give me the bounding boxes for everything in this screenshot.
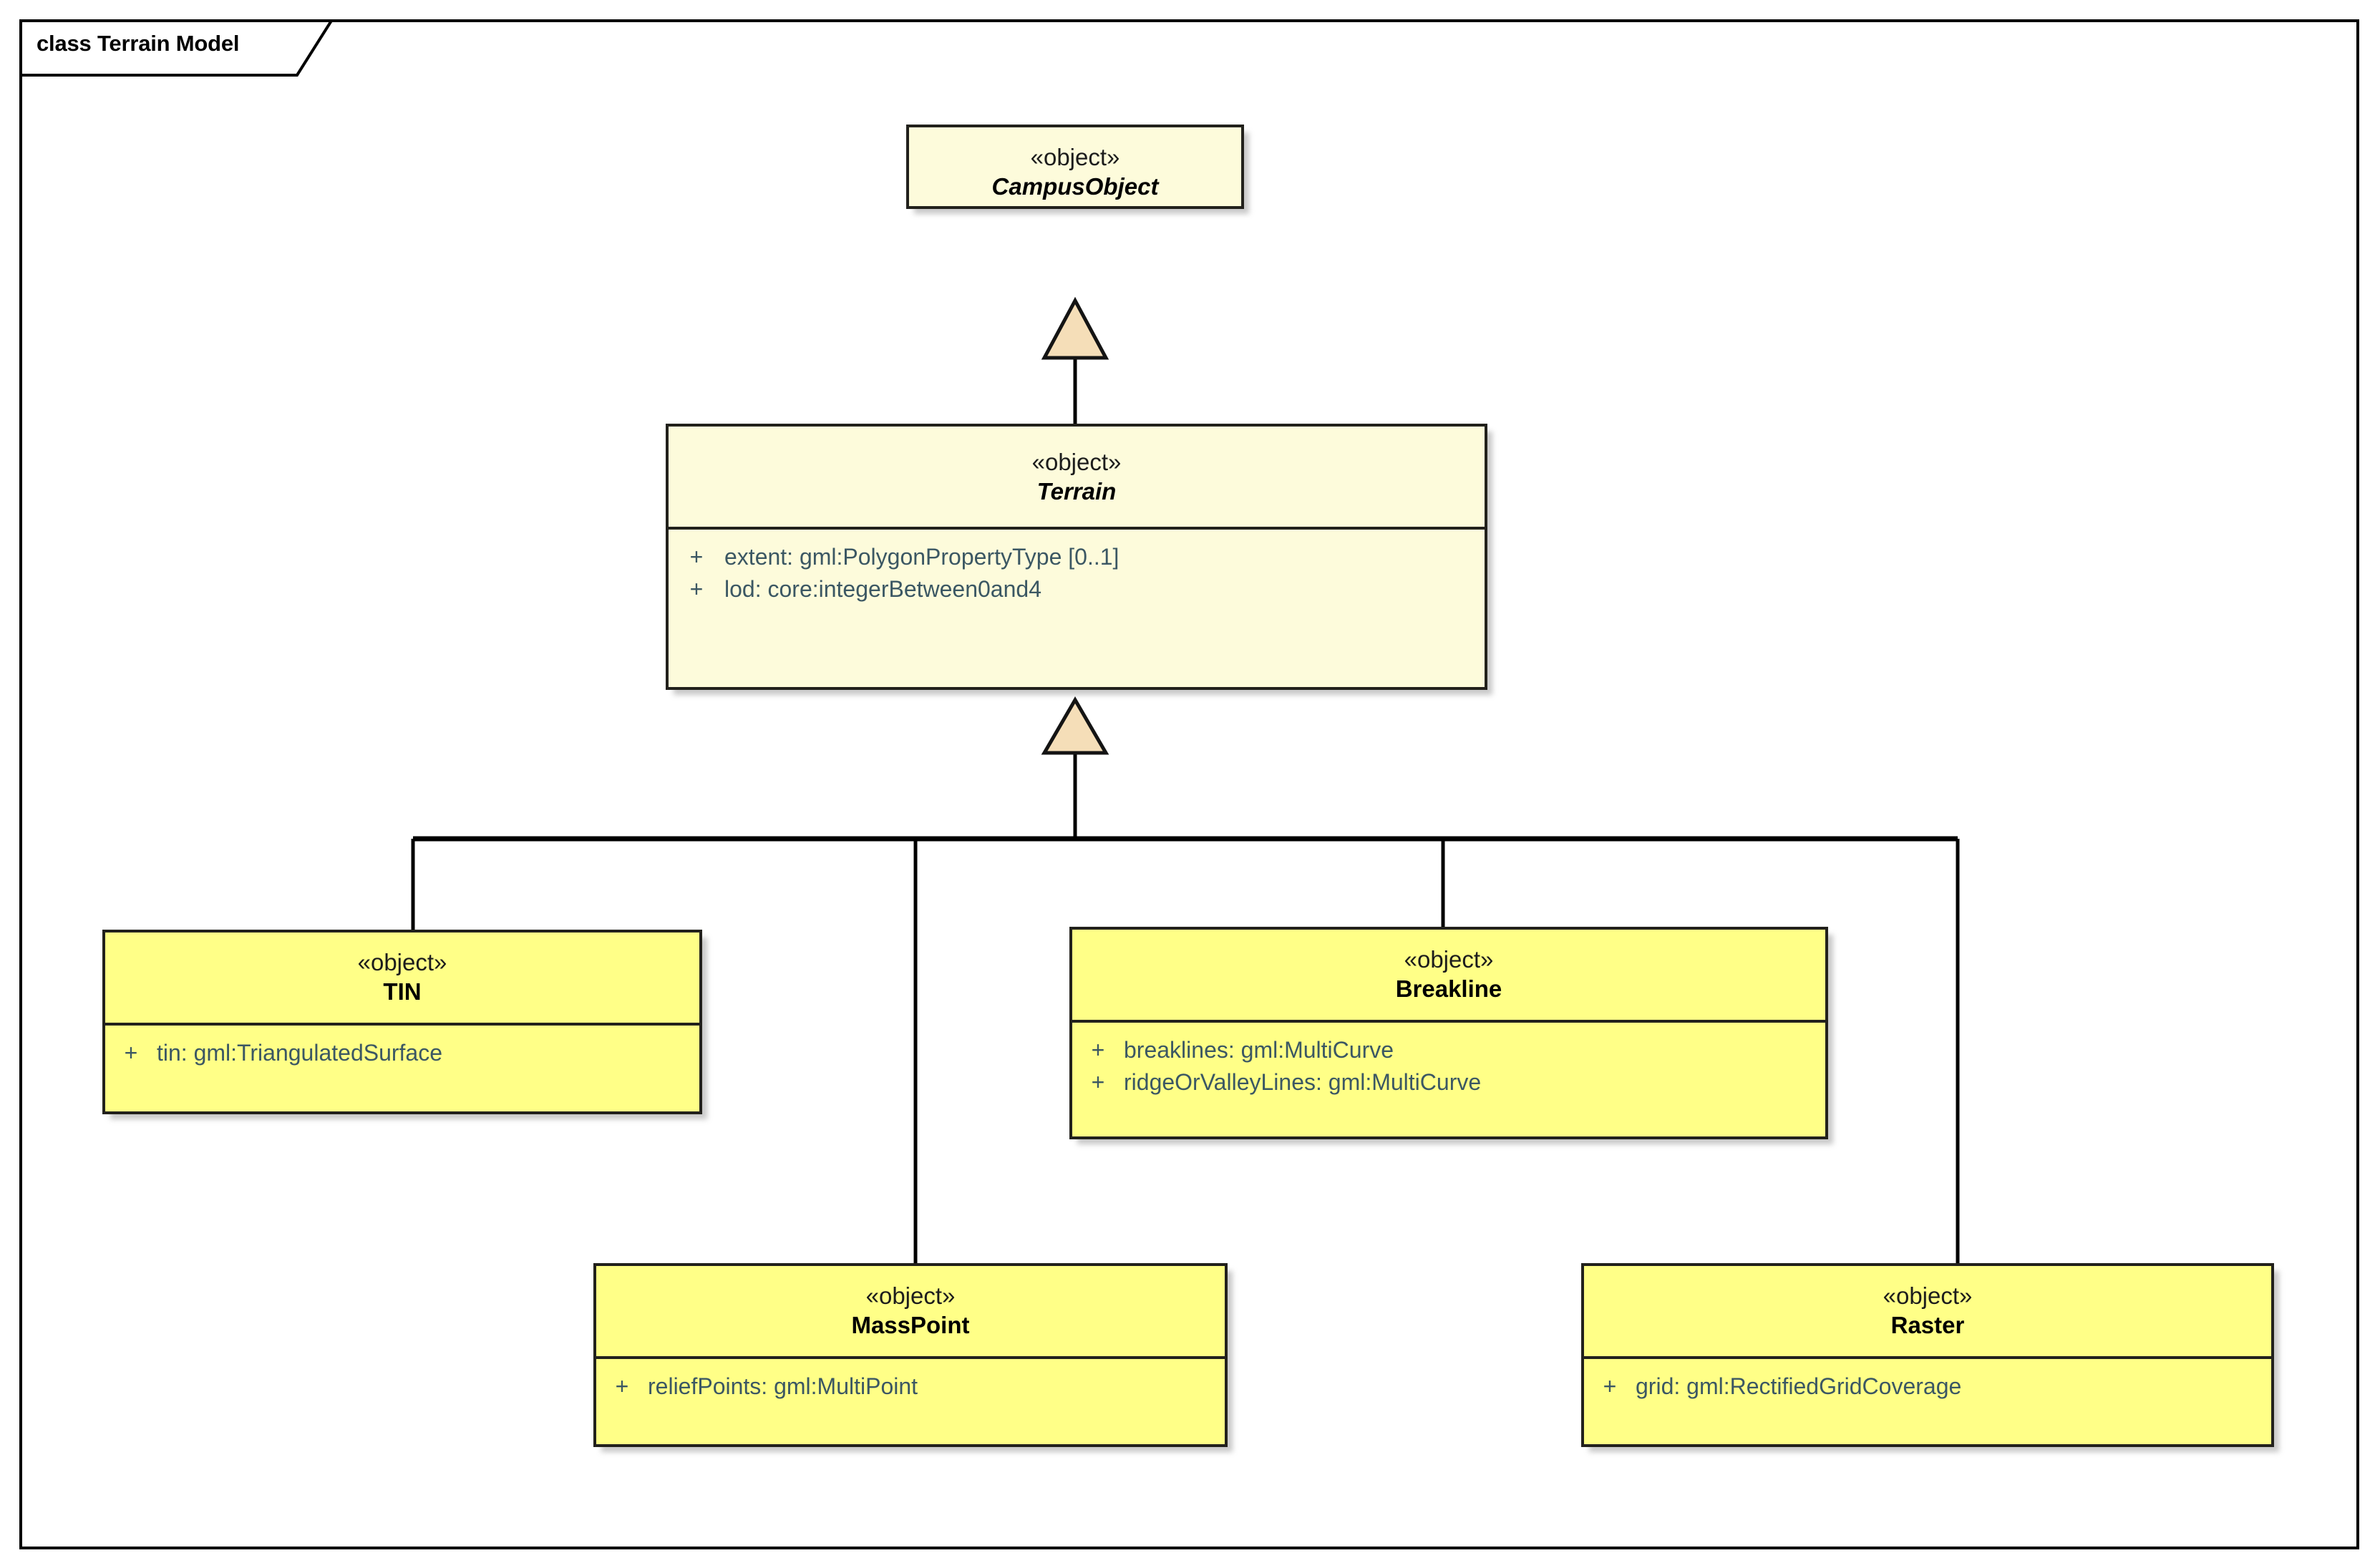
class-name: Raster bbox=[1890, 1312, 1965, 1339]
attribute-row: + reliefPoints: gml:MultiPoint bbox=[596, 1370, 1225, 1403]
class-box-raster[interactable]: «object» Raster + grid: gml:RectifiedGri… bbox=[1581, 1263, 2274, 1447]
class-attributes-terrain: + extent: gml:PolygonPropertyType [0..1]… bbox=[669, 526, 1485, 618]
attribute-visibility: + bbox=[689, 543, 704, 570]
class-stereotype: «object» bbox=[1030, 144, 1120, 170]
class-attributes-raster: + grid: gml:RectifiedGridCoverage bbox=[1584, 1355, 2271, 1414]
attribute-visibility: + bbox=[1091, 1036, 1105, 1063]
class-stereotype: «object» bbox=[1404, 946, 1494, 973]
class-header-raster: «object» Raster bbox=[1584, 1266, 2271, 1356]
class-box-tin[interactable]: «object» TIN + tin: gml:TriangulatedSurf… bbox=[102, 930, 702, 1114]
diagram-frame bbox=[19, 19, 2359, 1549]
attribute-row: + tin: gml:TriangulatedSurface bbox=[105, 1037, 699, 1069]
class-header-breakline: «object» Breakline bbox=[1072, 930, 1825, 1020]
attribute-visibility: + bbox=[1603, 1373, 1617, 1399]
class-stereotype: «object» bbox=[357, 949, 447, 975]
attribute-visibility: + bbox=[689, 575, 704, 602]
class-box-breakline[interactable]: «object» Breakline + breaklines: gml:Mul… bbox=[1069, 927, 1828, 1139]
attribute-text: ridgeOrValleyLines: gml:MultiCurve bbox=[1124, 1068, 1482, 1095]
diagram-frame-tab: class Terrain Model bbox=[19, 19, 334, 77]
class-stereotype: «object» bbox=[1031, 449, 1122, 475]
attribute-visibility: + bbox=[124, 1039, 138, 1066]
attribute-row: + ridgeOrValleyLines: gml:MultiCurve bbox=[1072, 1066, 1825, 1099]
attribute-visibility: + bbox=[615, 1373, 629, 1399]
class-stereotype: «object» bbox=[1883, 1282, 1973, 1309]
class-header-masspoint: «object» MassPoint bbox=[596, 1266, 1225, 1356]
diagram-title: class Terrain Model bbox=[37, 31, 240, 56]
class-name: Terrain bbox=[1036, 478, 1117, 505]
class-attributes-masspoint: + reliefPoints: gml:MultiPoint bbox=[596, 1355, 1225, 1414]
class-name: CampusObject bbox=[991, 173, 1159, 200]
class-box-campusobject[interactable]: «object» CampusObject bbox=[906, 125, 1244, 209]
class-header-tin: «object» TIN bbox=[105, 932, 699, 1023]
class-header-campusobject: «object» CampusObject bbox=[909, 127, 1241, 213]
class-header-terrain: «object» Terrain bbox=[669, 427, 1485, 527]
attribute-text: tin: gml:TriangulatedSurface bbox=[157, 1039, 443, 1066]
class-name: MassPoint bbox=[851, 1312, 970, 1339]
class-attributes-tin: + tin: gml:TriangulatedSurface bbox=[105, 1022, 699, 1081]
attribute-text: grid: gml:RectifiedGridCoverage bbox=[1636, 1373, 1962, 1399]
attribute-text: breaklines: gml:MultiCurve bbox=[1124, 1036, 1394, 1063]
frame-tab-shape bbox=[19, 19, 334, 77]
attribute-text: lod: core:integerBetween0and4 bbox=[724, 575, 1041, 602]
attribute-visibility: + bbox=[1091, 1068, 1105, 1095]
attribute-row: + breaklines: gml:MultiCurve bbox=[1072, 1034, 1825, 1066]
class-box-terrain[interactable]: «object» Terrain + extent: gml:PolygonPr… bbox=[666, 424, 1487, 690]
attribute-row: + grid: gml:RectifiedGridCoverage bbox=[1584, 1370, 2271, 1403]
class-name: TIN bbox=[383, 978, 422, 1005]
class-box-masspoint[interactable]: «object» MassPoint + reliefPoints: gml:M… bbox=[593, 1263, 1228, 1447]
class-attributes-breakline: + breaklines: gml:MultiCurve + ridgeOrVa… bbox=[1072, 1019, 1825, 1111]
class-name: Breakline bbox=[1395, 975, 1502, 1003]
class-stereotype: «object» bbox=[865, 1282, 956, 1309]
attribute-row: + lod: core:integerBetween0and4 bbox=[669, 573, 1485, 605]
attribute-row: + extent: gml:PolygonPropertyType [0..1] bbox=[669, 541, 1485, 573]
attribute-text: extent: gml:PolygonPropertyType [0..1] bbox=[724, 543, 1119, 570]
attribute-text: reliefPoints: gml:MultiPoint bbox=[648, 1373, 918, 1399]
